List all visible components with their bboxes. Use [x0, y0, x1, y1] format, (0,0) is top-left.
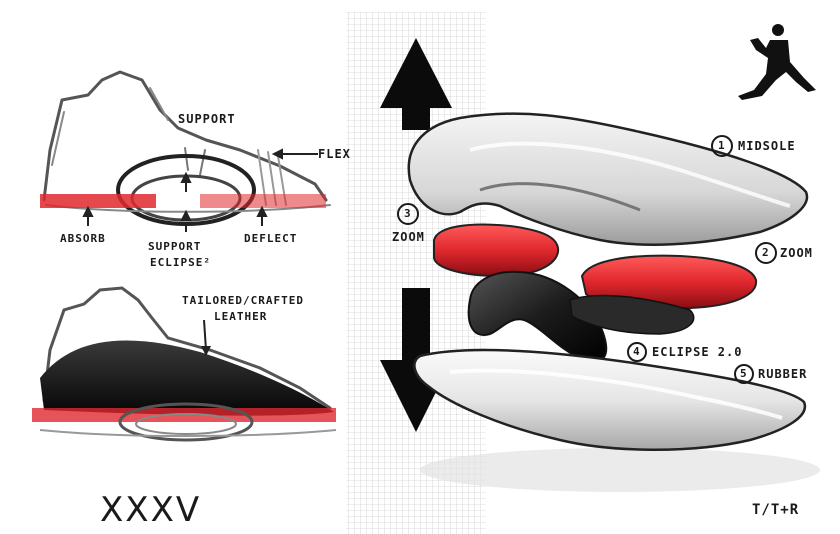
signature: T/T+R [752, 502, 799, 518]
bottom-shoe-sketch [32, 288, 336, 440]
label-deflect: DEFLECT [244, 232, 297, 245]
zoom-unit-3 [434, 225, 558, 276]
label-support-eclipse: SUPPORT [148, 240, 201, 253]
jumpman-logo [738, 24, 816, 100]
callout-number-2: 2 [762, 246, 770, 259]
label-rubber: RUBBER [758, 367, 807, 381]
callout-number-3: 3 [404, 207, 412, 220]
label-absorb: ABSORB [60, 232, 106, 245]
model-number: XXXV [100, 490, 201, 530]
label-support: SUPPORT [178, 112, 236, 126]
label-flex: FLEX [318, 147, 351, 161]
ground-shadow [420, 448, 820, 492]
callout-number-1: 1 [718, 139, 726, 152]
label-tailored: TAILORED/CRAFTED [182, 294, 304, 307]
label-leather: LEATHER [214, 310, 267, 323]
callout-number-5: 5 [740, 367, 748, 380]
top-sketch-red-bars [40, 194, 326, 208]
label-eclipse: ECLIPSE 2.0 [652, 345, 742, 359]
label-zoom-2: ZOOM [780, 246, 813, 260]
label-zoom-3: ZOOM [392, 230, 425, 244]
label-eclipse-sub: ECLIPSE² [150, 256, 211, 269]
callout-number-4: 4 [633, 345, 641, 358]
label-midsole: MIDSOLE [738, 139, 796, 153]
